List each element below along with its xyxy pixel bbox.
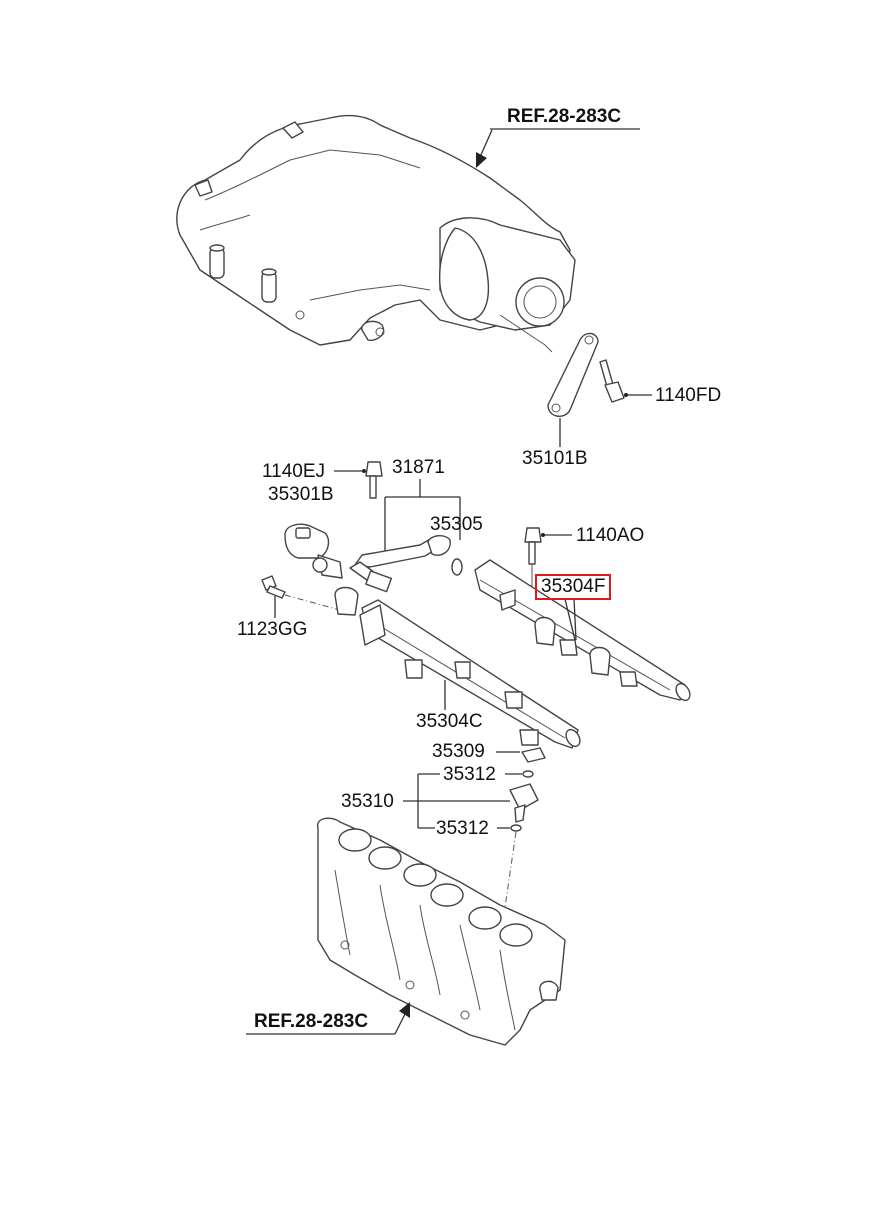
part-label-35312-upper[interactable]: 35312 [443, 764, 496, 785]
bracket-35101b [547, 332, 599, 447]
ref-label-upper[interactable]: REF.28-283C [507, 106, 622, 127]
clip-35309 [496, 747, 546, 763]
part-label-35310[interactable]: 35310 [341, 791, 394, 812]
part-label-1123gg[interactable]: 1123GG [237, 619, 308, 640]
part-label-31871[interactable]: 31871 [392, 457, 445, 478]
bolt-1140fd [599, 359, 652, 403]
part-label-1140ao[interactable]: 1140AO [576, 525, 645, 546]
part-label-35101b[interactable]: 35101B [522, 448, 588, 469]
fuel-pipe-31871 [349, 479, 461, 593]
lower-intake-manifold [316, 817, 566, 1046]
part-label-35304c[interactable]: 35304C [416, 711, 483, 732]
part-label-35304f-highlighted[interactable]: 35304F [535, 574, 612, 600]
part-label-1140fd[interactable]: 1140FD [655, 385, 722, 406]
fuel-rail-35304f [474, 559, 691, 702]
part-label-35301b[interactable]: 35301B [268, 484, 334, 505]
ref-label-lower[interactable]: REF.28-283C [254, 1011, 369, 1032]
leader-35304f [573, 597, 577, 641]
upper-intake-manifold [176, 114, 576, 353]
pressure-regulator-35301b [284, 523, 343, 579]
part-label-35309[interactable]: 35309 [432, 741, 485, 762]
bolt-1123gg [261, 575, 359, 618]
part-label-35312-lower[interactable]: 35312 [436, 818, 489, 839]
bolt-1140ej [334, 461, 383, 499]
part-label-1140ej[interactable]: 1140EJ [262, 461, 326, 482]
o-ring-35305 [451, 558, 463, 576]
part-label-35305[interactable]: 35305 [430, 514, 483, 535]
fuel-rail-35304c [359, 599, 581, 749]
ref-upper-leader [476, 128, 640, 168]
ref-lower-leader [246, 1002, 410, 1035]
injector-35310 [403, 770, 539, 1011]
